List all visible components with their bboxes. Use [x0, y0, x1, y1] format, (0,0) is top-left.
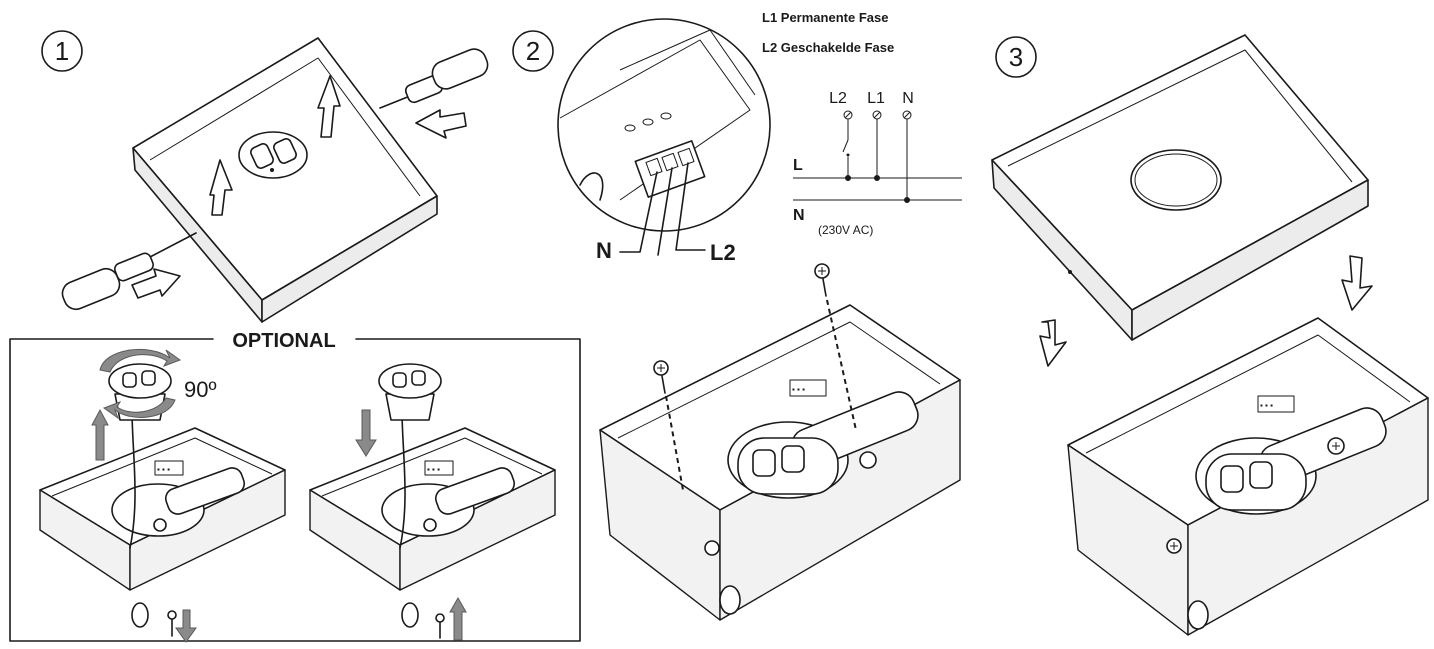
- screwdriver-icon: [61, 232, 197, 311]
- optional-title: OPTIONAL: [232, 330, 335, 352]
- step-2: 2 N L2 L1 Permanente Fase L2 Geschakelde…: [512, 10, 962, 621]
- screwdriver-icon: [379, 48, 489, 109]
- lid-step3: [991, 34, 1369, 341]
- wiring-schematic: L2 L1 N L N (230V AC): [793, 90, 962, 237]
- step-1-number: 1: [55, 36, 69, 66]
- wire-l1: [657, 167, 673, 256]
- callout-l2: L2: [710, 240, 736, 265]
- step-1: 1: [41, 30, 489, 323]
- optional-panel: OPTIONAL ▪ ▪ ▪ 90º: [9, 330, 581, 643]
- wire-n: [619, 171, 658, 253]
- step-1-circle: [41, 30, 83, 72]
- sensor-dome-lowered: [378, 363, 442, 549]
- step-3-number: 3: [1009, 42, 1023, 72]
- grey-up-arrow-icon: [449, 596, 467, 641]
- housing-open-left: ▪ ▪ ▪: [39, 427, 286, 628]
- grey-up-arrow-icon: [91, 408, 109, 461]
- screw-icon: [814, 263, 857, 431]
- open-arrow-icon: [131, 268, 181, 299]
- wire-l2: [675, 162, 706, 251]
- rotate-arrow-icon: [102, 397, 176, 420]
- housing-open-right: ▪ ▪ ▪: [309, 427, 556, 628]
- line-l-label: L: [793, 157, 803, 174]
- grey-down-arrow-icon: [355, 409, 377, 457]
- legend-l1: L1 Permanente Fase: [762, 10, 888, 25]
- terminal-n-label: N: [902, 90, 914, 107]
- svg-text:▪ ▪ ▪: ▪ ▪ ▪: [1260, 401, 1273, 410]
- grey-down-arrow-icon: [175, 609, 197, 643]
- rotation-label: 90º: [184, 377, 217, 402]
- sensor-opening: [1130, 149, 1222, 211]
- sensor-lens-left: [1220, 465, 1244, 493]
- line-n-label: N: [793, 207, 805, 224]
- optional-frame: [9, 338, 581, 642]
- callout-n: N: [596, 238, 612, 263]
- voltage-label: (230V AC): [818, 223, 873, 237]
- screw-icon: [167, 610, 177, 637]
- open-arrow-icon: [317, 75, 341, 138]
- rotate-arrow-icon: [99, 348, 182, 373]
- sensor-lens-left: [752, 449, 776, 477]
- terminal-l1-label: L1: [867, 90, 885, 107]
- screw-icon: [653, 360, 684, 491]
- terminal-magnifier: [557, 18, 771, 232]
- step-2-circle: [512, 30, 554, 72]
- svg-text:▪ ▪ ▪: ▪ ▪ ▪: [157, 465, 170, 474]
- housing-open-step3: ▪ ▪ ▪: [1067, 317, 1429, 636]
- step-2-number: 2: [526, 36, 540, 66]
- svg-text:▪ ▪ ▪: ▪ ▪ ▪: [427, 465, 440, 474]
- sensor-dome-icon: [378, 363, 442, 399]
- legend-l2: L2 Geschakelde Fase: [762, 40, 894, 55]
- terminal-l2-label: L2: [829, 90, 847, 107]
- sensor-lens-right: [1249, 461, 1273, 489]
- open-arrow-icon: [209, 159, 233, 216]
- open-arrow-icon: [1341, 255, 1373, 311]
- housing-open-step2: ▪ ▪ ▪: [599, 304, 961, 621]
- open-arrow-icon: [415, 109, 467, 139]
- housing-closed-step1: [132, 37, 438, 323]
- screw-icon: [435, 613, 445, 639]
- sensor-dome-icon: [108, 363, 172, 399]
- sensor-lens-right: [781, 445, 805, 473]
- svg-text:▪ ▪ ▪: ▪ ▪ ▪: [792, 385, 805, 394]
- step-3-circle: [995, 36, 1037, 78]
- open-arrow-icon: [1039, 319, 1067, 367]
- step-3: 3: [991, 34, 1429, 636]
